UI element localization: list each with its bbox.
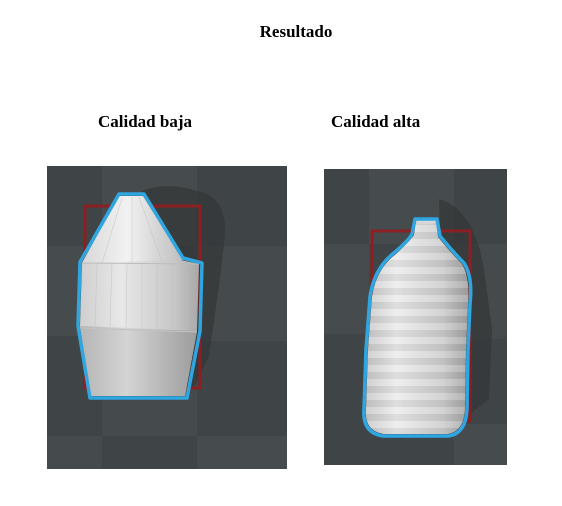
panel-label-low-quality: Calidad baja: [98, 112, 192, 131]
high-quality-render: [324, 169, 507, 465]
low-quality-render-image: [47, 166, 287, 469]
panel-label-high-quality: Calidad alta: [331, 112, 421, 131]
page-title: Resultado: [259, 22, 333, 41]
low-quality-render: [47, 166, 287, 469]
high-quality-render-image: [324, 169, 507, 465]
